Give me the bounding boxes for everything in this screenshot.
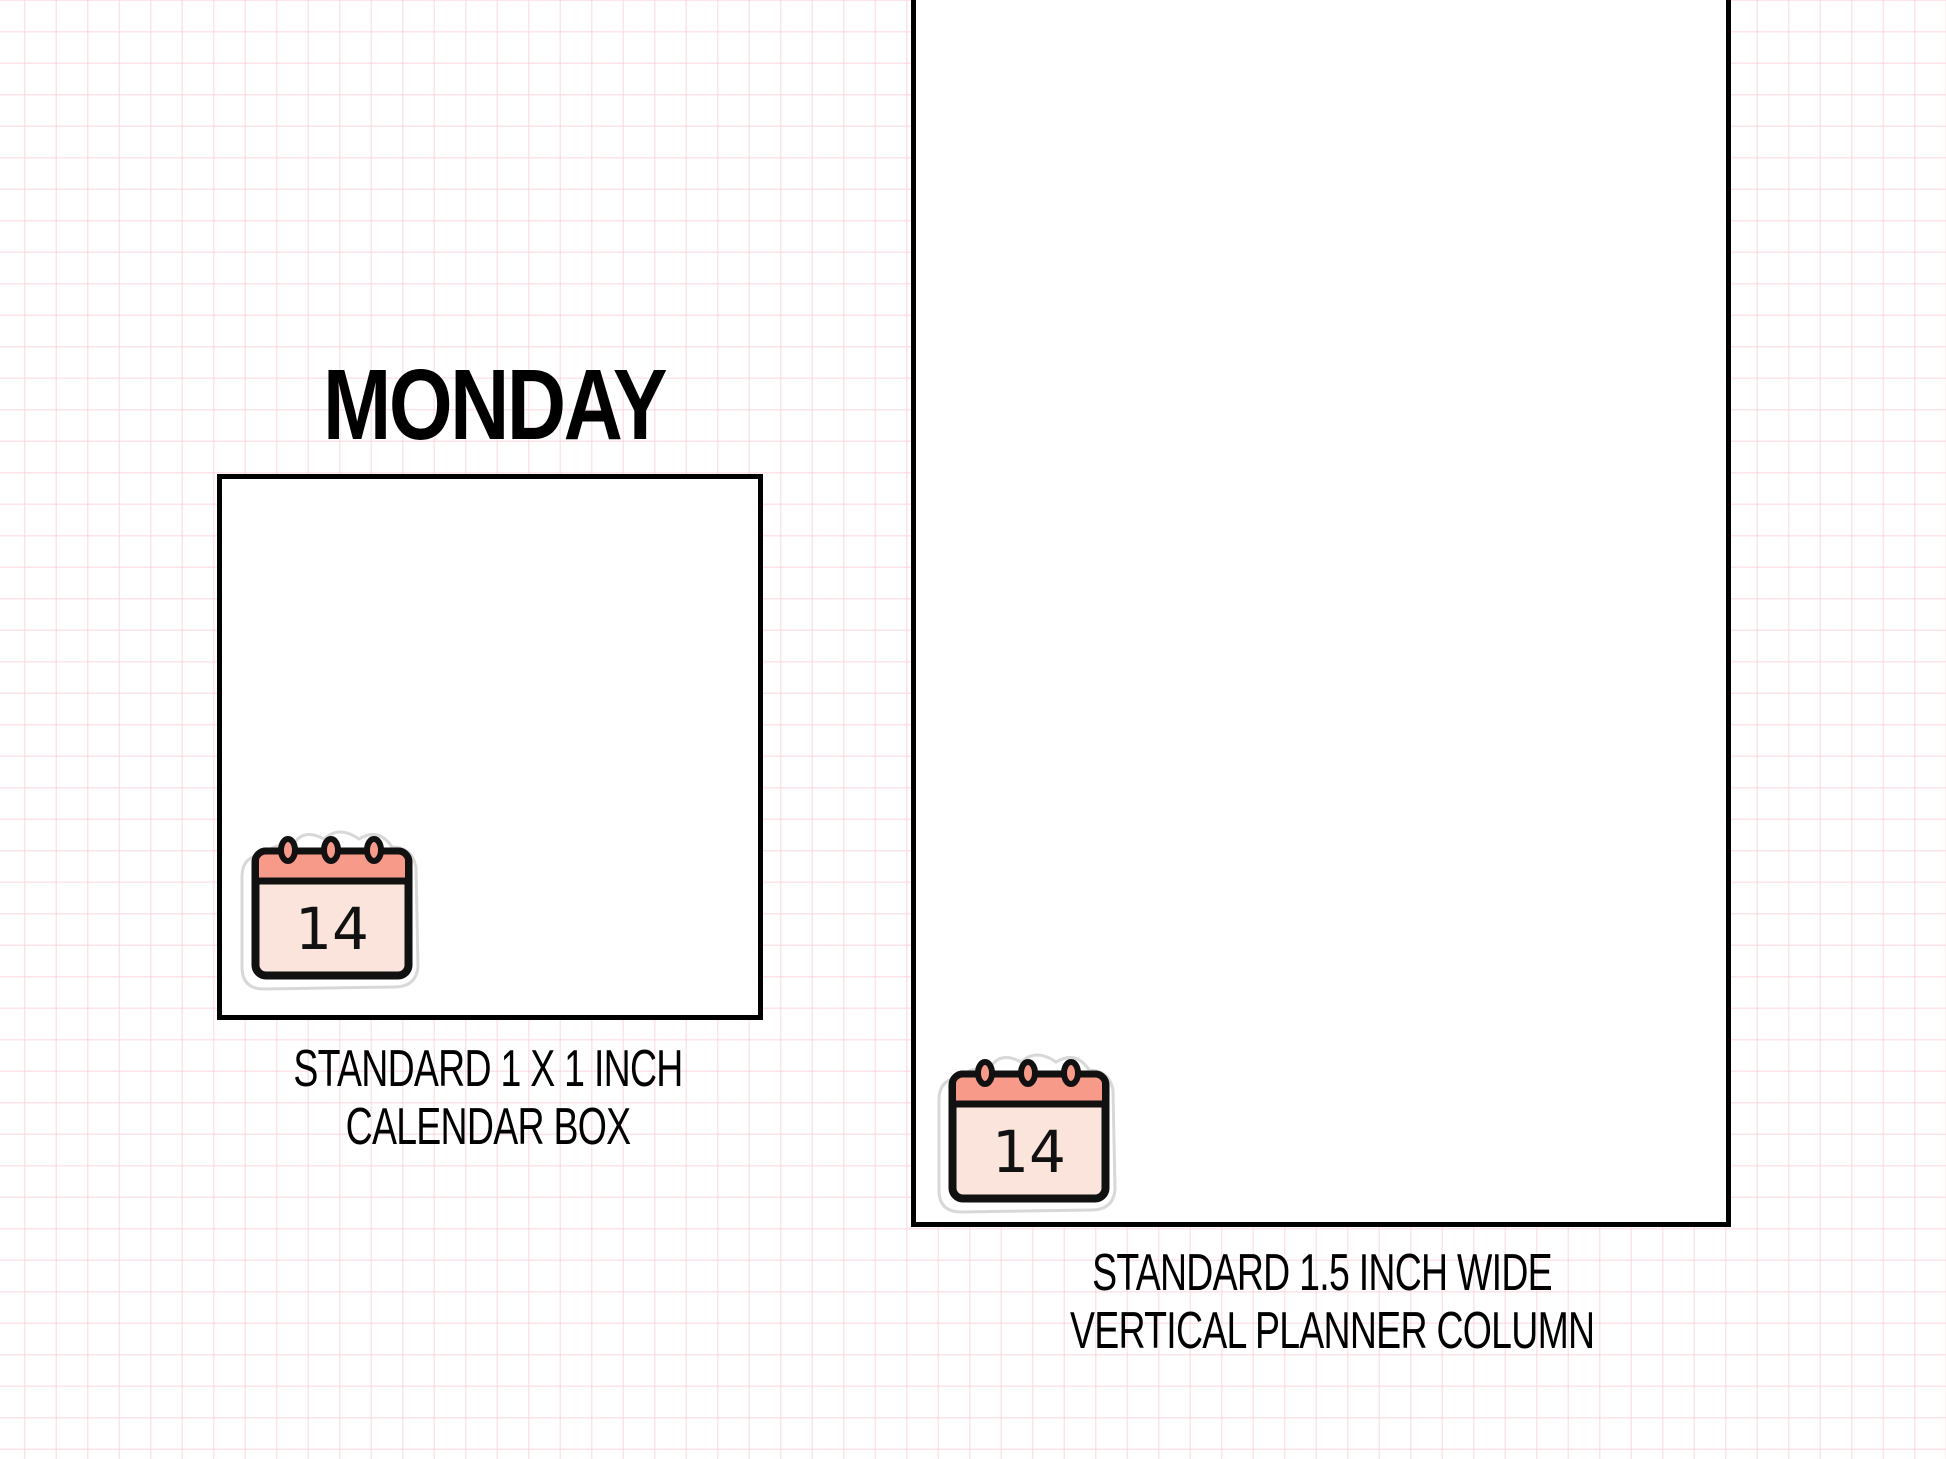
caption-line: STANDARD 1 X 1 INCH [293,1040,683,1098]
sticker-date: 14 [295,895,369,963]
caption-line: CALENDAR BOX [345,1098,631,1156]
planner-column-caption: STANDARD 1.5 INCH WIDE VERTICAL PLANNER … [1070,1244,1595,1360]
calendar-box-caption: STANDARD 1 X 1 INCH CALENDAR BOX [272,1040,704,1156]
day-title: MONDAY [323,349,668,461]
sticker-date: 14 [992,1118,1066,1186]
calendar-sticker-icon: 14 [937,1053,1117,1214]
caption-line: STANDARD 1.5 INCH WIDE [1092,1244,1553,1302]
caption-line: VERTICAL PLANNER COLUMN [1070,1302,1595,1360]
planner-column [911,0,1731,1227]
calendar-sticker-icon: 14 [240,830,420,991]
